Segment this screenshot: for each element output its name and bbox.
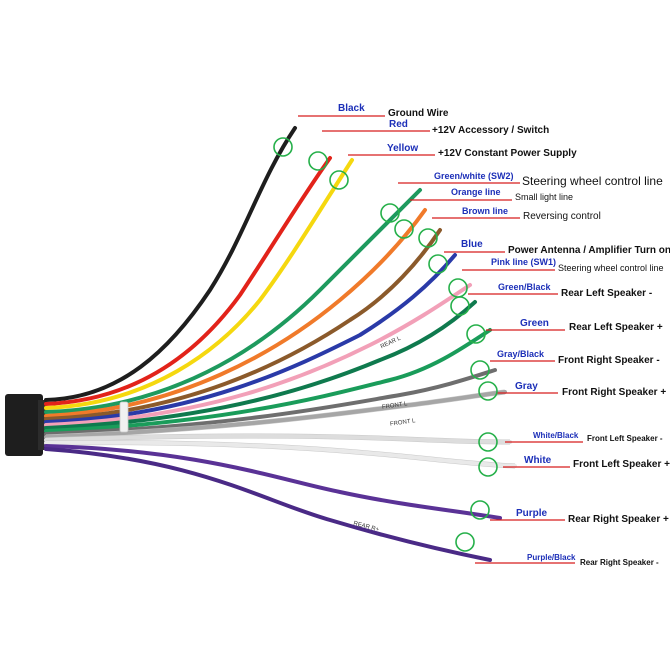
function-rear-right-minus: Rear Right Speaker - <box>580 558 659 567</box>
marker-orange <box>394 219 414 239</box>
function-rear-left-minus: Rear Left Speaker - <box>561 288 653 299</box>
wire-gray-black <box>44 368 497 436</box>
label-leader-lines <box>298 115 583 564</box>
wire-white-black <box>44 433 512 444</box>
label-white-black: White/Black <box>533 431 579 440</box>
wire-red <box>44 156 332 406</box>
label-green-black: Green/Black <box>498 282 551 292</box>
marker-white-black <box>478 432 498 452</box>
function-small-light: Small light line <box>515 192 574 202</box>
wire-yellow <box>44 158 354 410</box>
label-white: White <box>524 455 552 466</box>
function-rear-left-plus: Rear Left Speaker + <box>569 322 663 333</box>
marker-gray-black <box>470 360 490 380</box>
label-purple-black: Purple/Black <box>527 553 576 562</box>
label-green: Green <box>520 318 549 329</box>
wire-brown <box>44 228 442 421</box>
label-black: Black <box>338 103 365 114</box>
connector-shell <box>38 400 46 450</box>
label-green-white-sw2: Green/white (SW2) <box>434 171 514 181</box>
function-front-left-minus: Front Left Speaker - <box>587 434 663 443</box>
function-front-left-plus: Front Left Speaker + <box>573 459 670 470</box>
cable-tie <box>119 401 129 433</box>
marker-yellow <box>329 170 349 190</box>
marker-blue <box>428 254 448 274</box>
marker-red <box>308 151 328 171</box>
label-blue: Blue <box>461 239 483 250</box>
function-rear-right-plus: Rear Right Speaker + <box>568 514 669 525</box>
marker-brown <box>418 228 438 248</box>
label-brown: Brown line <box>462 206 509 216</box>
function-antenna-amplifier: Power Antenna / Amplifier Turn on <box>508 245 670 256</box>
wire-gray <box>44 390 507 439</box>
function-steering-sw1: Steering wheel control line <box>558 263 664 273</box>
wire-orange <box>44 208 427 418</box>
label-purple: Purple <box>516 508 548 519</box>
label-yellow: Yellow <box>387 143 419 154</box>
iso-connector <box>5 394 43 456</box>
marker-green <box>466 324 486 344</box>
wire-pink-sw1 <box>44 283 472 427</box>
marker-black <box>273 137 293 157</box>
function-constant-power: +12V Constant Power Supply <box>438 148 577 159</box>
marker-green-white-sw2 <box>380 203 400 223</box>
wire-purple <box>44 444 502 520</box>
wire-green-white-sw2 <box>44 188 422 414</box>
function-steering-sw2: Steering wheel control line <box>522 174 663 188</box>
label-pink-sw1: Pink line (SW1) <box>491 257 557 267</box>
wire-purple-black <box>44 447 492 562</box>
label-gray: Gray <box>515 381 538 392</box>
marker-purple <box>470 500 490 520</box>
function-front-right-plus: Front Right Speaker + <box>562 387 667 398</box>
function-accessory-switch: +12V Accessory / Switch <box>432 125 550 136</box>
marker-gray <box>478 381 498 401</box>
marker-circles <box>273 137 498 552</box>
wire-green-black <box>44 300 477 430</box>
wire-paths <box>44 126 517 562</box>
label-red: Red <box>389 119 408 130</box>
wire-green <box>44 328 492 433</box>
function-reversing-control: Reversing control <box>523 211 601 222</box>
marker-green-black <box>450 296 470 316</box>
marker-purple-black <box>455 532 475 552</box>
label-gray-black: Gray/Black <box>497 349 545 359</box>
wire-black <box>44 126 297 402</box>
label-orange: Orange line <box>451 187 501 197</box>
function-front-right-minus: Front Right Speaker - <box>558 355 660 366</box>
wire-blue <box>44 253 457 424</box>
function-ground-wire: Ground Wire <box>388 108 449 119</box>
marker-white <box>478 457 498 477</box>
